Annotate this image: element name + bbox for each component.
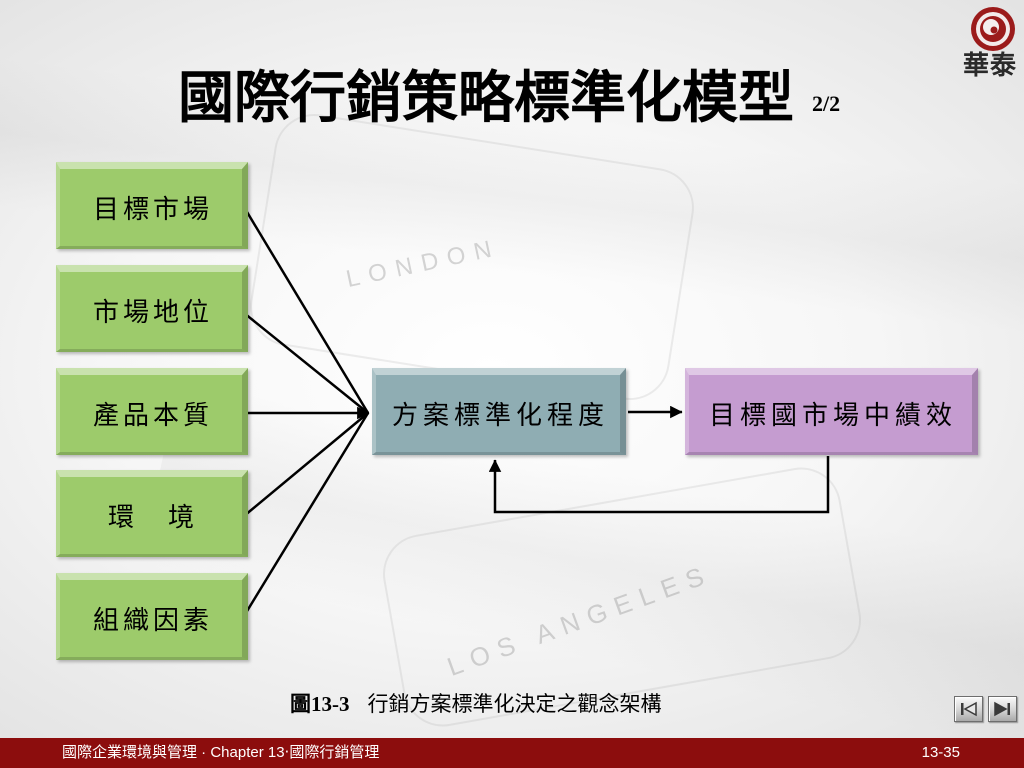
factor-label: 組織因素 (92, 606, 213, 636)
factor-box-target-market: 目標市場 (56, 162, 248, 249)
standardization-degree-box: 方案標準化程度 (372, 368, 626, 455)
footer-title: 國際企業環境與管理 · Chapter 13‧國際行銷管理 (62, 744, 380, 761)
factor-box-market-position: 市場地位 (56, 265, 248, 352)
factor-box-environment: 環 境 (56, 470, 248, 557)
factor-label: 市場地位 (92, 298, 213, 328)
factor-box-product-nature: 產品本質 (56, 368, 248, 455)
footer-bar: 國際企業環境與管理 · Chapter 13‧國際行銷管理 13-35 (0, 738, 1024, 768)
connector-line (242, 412, 370, 617)
factor-label: 產品本質 (92, 401, 213, 431)
connector-line (242, 206, 370, 414)
logo: 華泰 (958, 4, 1022, 84)
target-market-performance-box: 目標國市場中績效 (685, 368, 978, 455)
figure-caption: 圖13-3 行銷方案標準化決定之觀念架構 (290, 690, 662, 718)
logo-text: 華泰 (962, 51, 1017, 81)
previous-slide-icon (961, 701, 977, 717)
slide-number: 13-35 (921, 744, 960, 761)
factor-label: 環 境 (107, 503, 198, 533)
connector-line (243, 412, 369, 517)
logo-emblem-icon (971, 7, 1015, 51)
caption-label: 圖13-3 (290, 692, 350, 716)
factor-box-organizational-factors: 組織因素 (56, 573, 248, 660)
caption-text: 行銷方案標準化決定之觀念架構 (367, 692, 662, 716)
feedback-arrow (488, 456, 830, 514)
connector-line (243, 312, 369, 414)
background-watermark (244, 108, 700, 406)
previous-slide-button[interactable] (954, 696, 983, 722)
outcome-label: 目標國市場中績效 (708, 401, 957, 431)
watermark-text: LOS ANGELES (443, 558, 717, 682)
title-page-indicator: 2/2 (812, 91, 841, 116)
slide-title: 國際行銷策略標準化模型 (178, 65, 794, 131)
watermark-text: LONDON (343, 234, 503, 294)
next-slide-button[interactable] (988, 696, 1017, 722)
factor-label: 目標市場 (92, 195, 213, 225)
next-slide-icon (994, 701, 1010, 717)
center-label: 方案標準化程度 (391, 401, 609, 431)
